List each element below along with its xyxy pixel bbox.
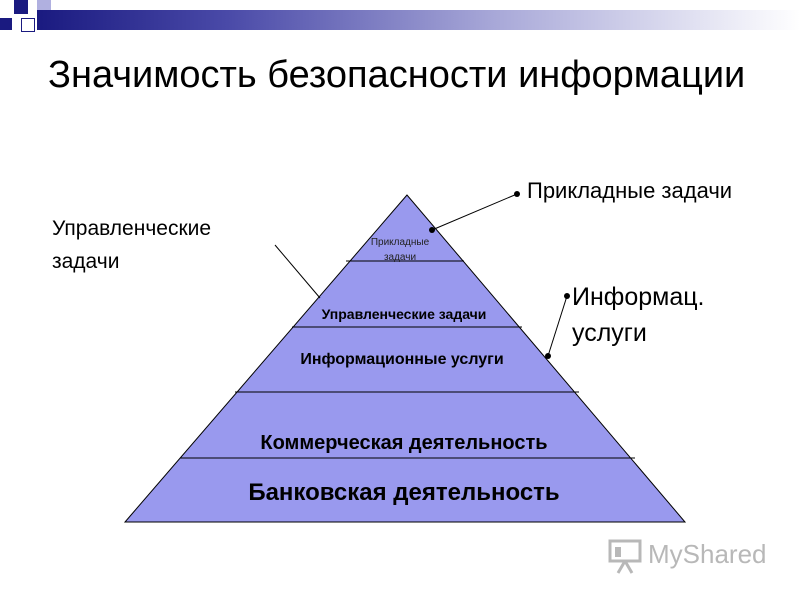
leader-dot-info-start <box>545 353 551 359</box>
title-gradient-bar <box>37 10 800 30</box>
level-label-management: Управленческие задачи <box>322 306 487 322</box>
level-label-info-services: Информационные услуги <box>300 351 503 368</box>
callout-management-tasks: Управленческие задачи <box>52 212 211 278</box>
slide-title: Значимость безопасности информации <box>48 54 746 96</box>
callout-applied-tasks: Прикладные задачи <box>527 178 733 203</box>
watermark-logo: MyShared <box>606 535 767 575</box>
level-label-banking: Банковская деятельность <box>248 479 559 506</box>
deco-square-light <box>37 0 51 10</box>
callout-info-line2: услуги <box>572 319 647 347</box>
callout-info-services: Информац. услуги <box>572 279 705 351</box>
leader-dot-applied-end <box>514 191 520 197</box>
callout-management-line2: задачи <box>52 250 120 273</box>
pyramid-shape <box>123 194 687 523</box>
presentation-board-icon <box>608 539 642 574</box>
callout-info-line1: Информац. <box>572 283 705 311</box>
level-label-applied-1: Прикладные <box>371 237 430 248</box>
level-label-commercial: Коммерческая деятельность <box>260 432 547 454</box>
leader-line-applied <box>431 193 518 231</box>
leader-line-info <box>547 295 568 357</box>
leader-dot-info-end <box>564 293 570 299</box>
leader-dot-applied-start <box>429 227 435 233</box>
deco-square-top <box>14 0 28 14</box>
deco-square-outline <box>21 18 35 32</box>
watermark-text: MyShared <box>648 539 767 569</box>
leader-line-management <box>274 244 321 299</box>
deco-square-mid <box>0 18 12 30</box>
callout-management-line1: Управленческие <box>52 217 212 240</box>
level-label-applied-2: задачи <box>384 252 416 263</box>
